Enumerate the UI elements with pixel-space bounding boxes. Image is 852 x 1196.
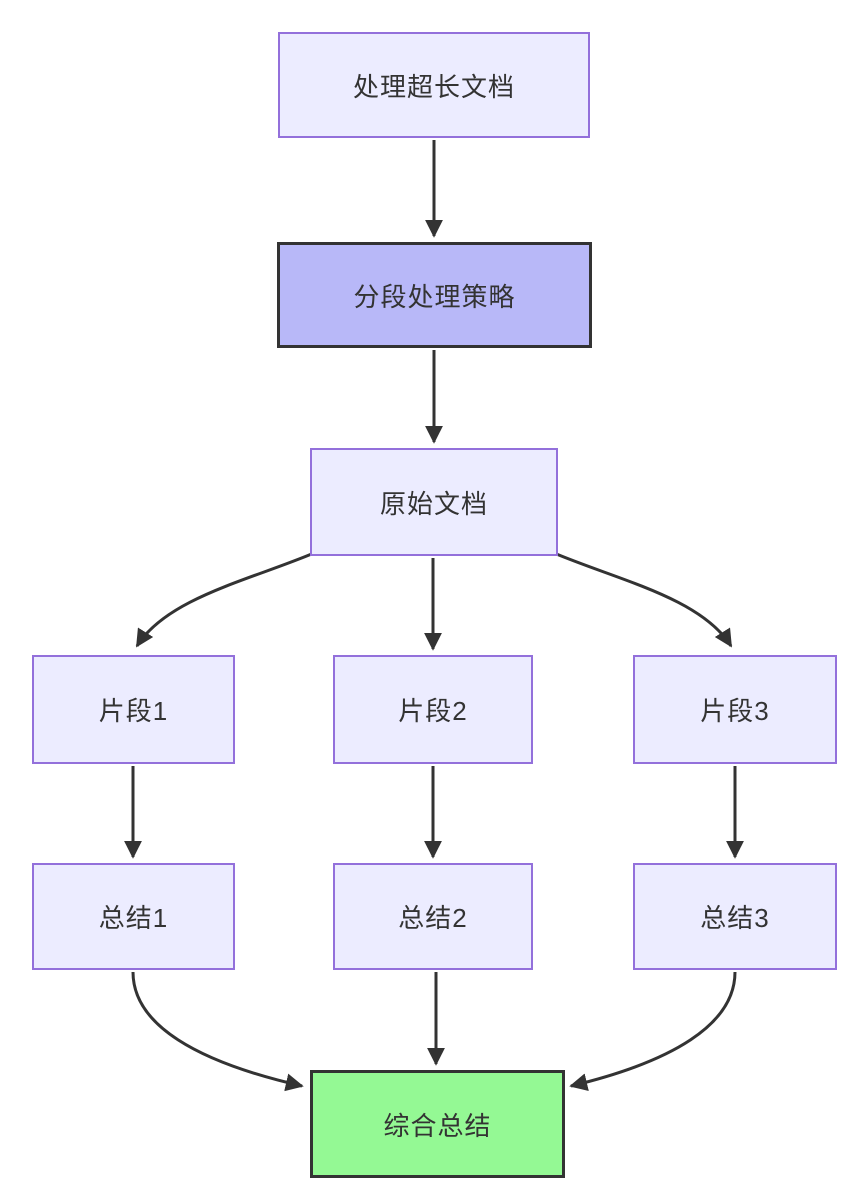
node-fragment-3: 片段3 xyxy=(633,655,837,764)
node-fragment-2: 片段2 xyxy=(333,655,533,764)
node-label: 片段1 xyxy=(98,696,169,726)
node-process-long-document: 处理超长文档 xyxy=(278,32,590,138)
node-summary-1: 总结1 xyxy=(32,863,235,970)
node-segmentation-strategy: 分段处理策略 xyxy=(277,242,592,348)
edge-e3-f xyxy=(569,971,737,1091)
edge-e1-f xyxy=(131,971,304,1092)
node-label: 总结2 xyxy=(398,903,468,933)
node-fragment-1: 片段1 xyxy=(32,655,235,764)
node-label: 总结1 xyxy=(98,903,169,933)
node-label: 片段2 xyxy=(398,696,468,726)
node-label: 处理超长文档 xyxy=(352,71,515,102)
node-original-document: 原始文档 xyxy=(310,448,558,556)
node-summary-2: 总结2 xyxy=(333,863,533,970)
edge-c-d3 xyxy=(553,551,733,648)
node-summary-3: 总结3 xyxy=(633,863,837,970)
node-label: 总结3 xyxy=(700,903,770,933)
node-label: 分段处理策略 xyxy=(353,281,516,312)
node-label: 片段3 xyxy=(700,696,770,726)
edge-c-d1 xyxy=(135,551,315,648)
node-label: 原始文档 xyxy=(379,488,488,519)
node-label: 综合总结 xyxy=(383,1110,492,1141)
node-combined-summary: 综合总结 xyxy=(310,1070,565,1178)
